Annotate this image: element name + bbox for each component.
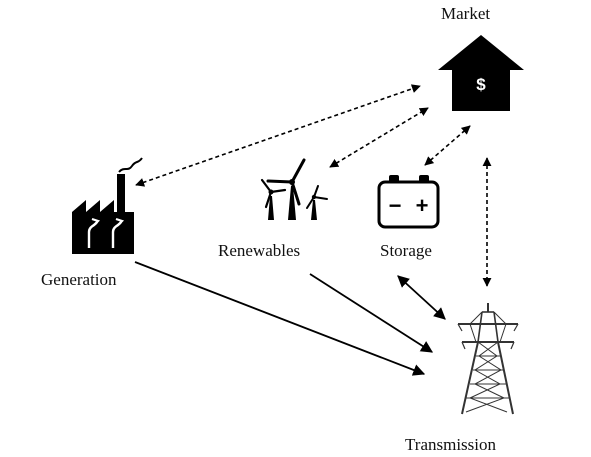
house-dollar-icon: $	[438, 35, 524, 111]
storage-label: Storage	[380, 241, 432, 260]
transmission-label: Transmission	[405, 435, 497, 454]
market-symbol: $	[476, 75, 486, 94]
battery-icon: − +	[377, 175, 440, 229]
edge-storage-market	[424, 125, 471, 166]
battery-plus: +	[416, 193, 429, 218]
renewables-label: Renewables	[218, 241, 301, 260]
wind-turbine-icon	[260, 158, 328, 220]
edge-renewables-transmission	[309, 273, 434, 353]
battery-minus: −	[389, 193, 402, 218]
generation-label: Generation	[41, 270, 117, 289]
transmission-tower-icon	[457, 303, 519, 415]
market-label: Market	[441, 4, 491, 23]
edge-generation-transmission	[134, 261, 426, 376]
connection-arrows	[134, 84, 492, 376]
edge-renewables-market	[329, 107, 429, 168]
edge-generation-market	[135, 84, 421, 187]
factory-icon	[72, 157, 143, 254]
edge-storage-transmission	[397, 275, 446, 320]
